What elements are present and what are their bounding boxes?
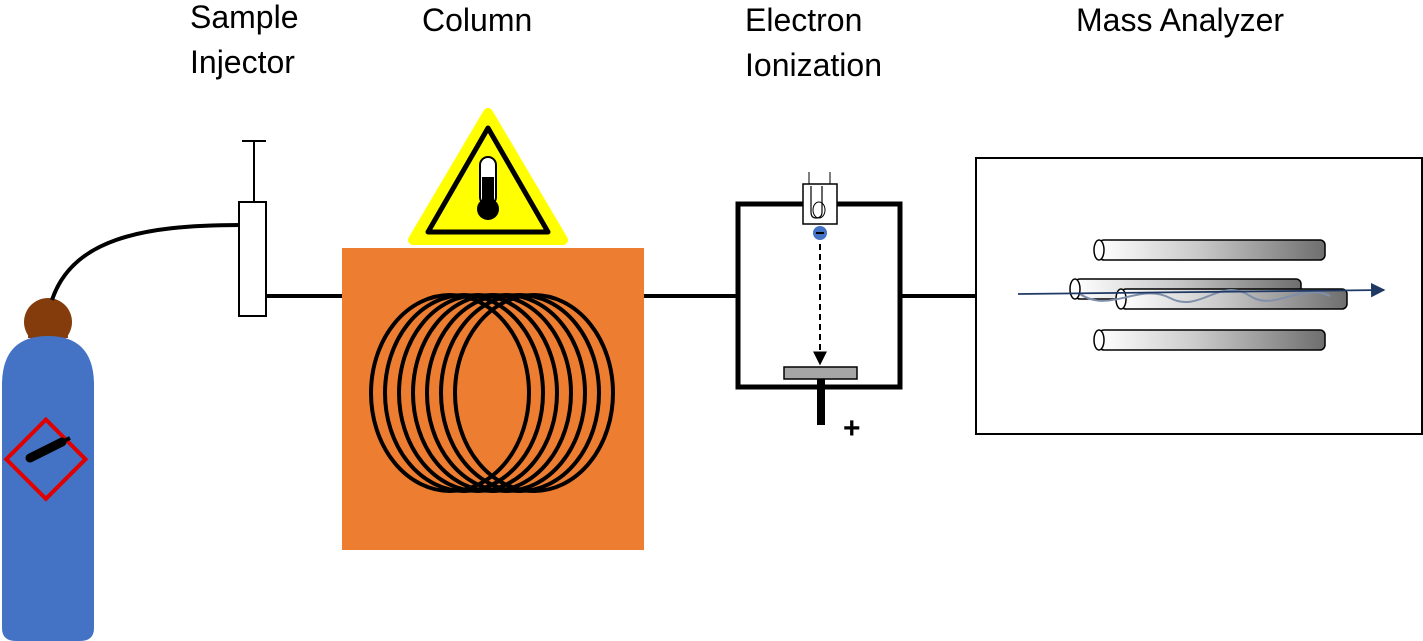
carrier-gas-line <box>50 223 241 301</box>
quadrupole-rods-icon <box>1069 239 1348 351</box>
column-label: Column <box>422 2 532 38</box>
electron-ionization-label-line1: Electron <box>745 2 862 38</box>
syringe-icon <box>238 140 267 317</box>
electron-icon <box>813 226 827 240</box>
column-coil <box>369 293 615 493</box>
ion-trajectory-arrow <box>1017 282 1386 298</box>
ion-oscillation-path <box>1079 289 1331 304</box>
anode-plate <box>783 366 858 380</box>
anode-lead <box>817 379 825 425</box>
compressed-gas-hazard-icon <box>3 416 89 502</box>
sample-injector-label-line1: Sample <box>190 0 299 35</box>
temperature-warning-icon <box>408 108 568 245</box>
gas-cylinder-icon <box>2 298 94 641</box>
mass-analyzer-label: Mass Analyzer <box>1076 2 1284 38</box>
sample-injector-label-line2: Injector <box>190 44 295 80</box>
anode-polarity-label: + <box>843 412 861 445</box>
electron-ionization-label-line2: Ionization <box>745 47 882 83</box>
filament-icon <box>802 172 838 225</box>
